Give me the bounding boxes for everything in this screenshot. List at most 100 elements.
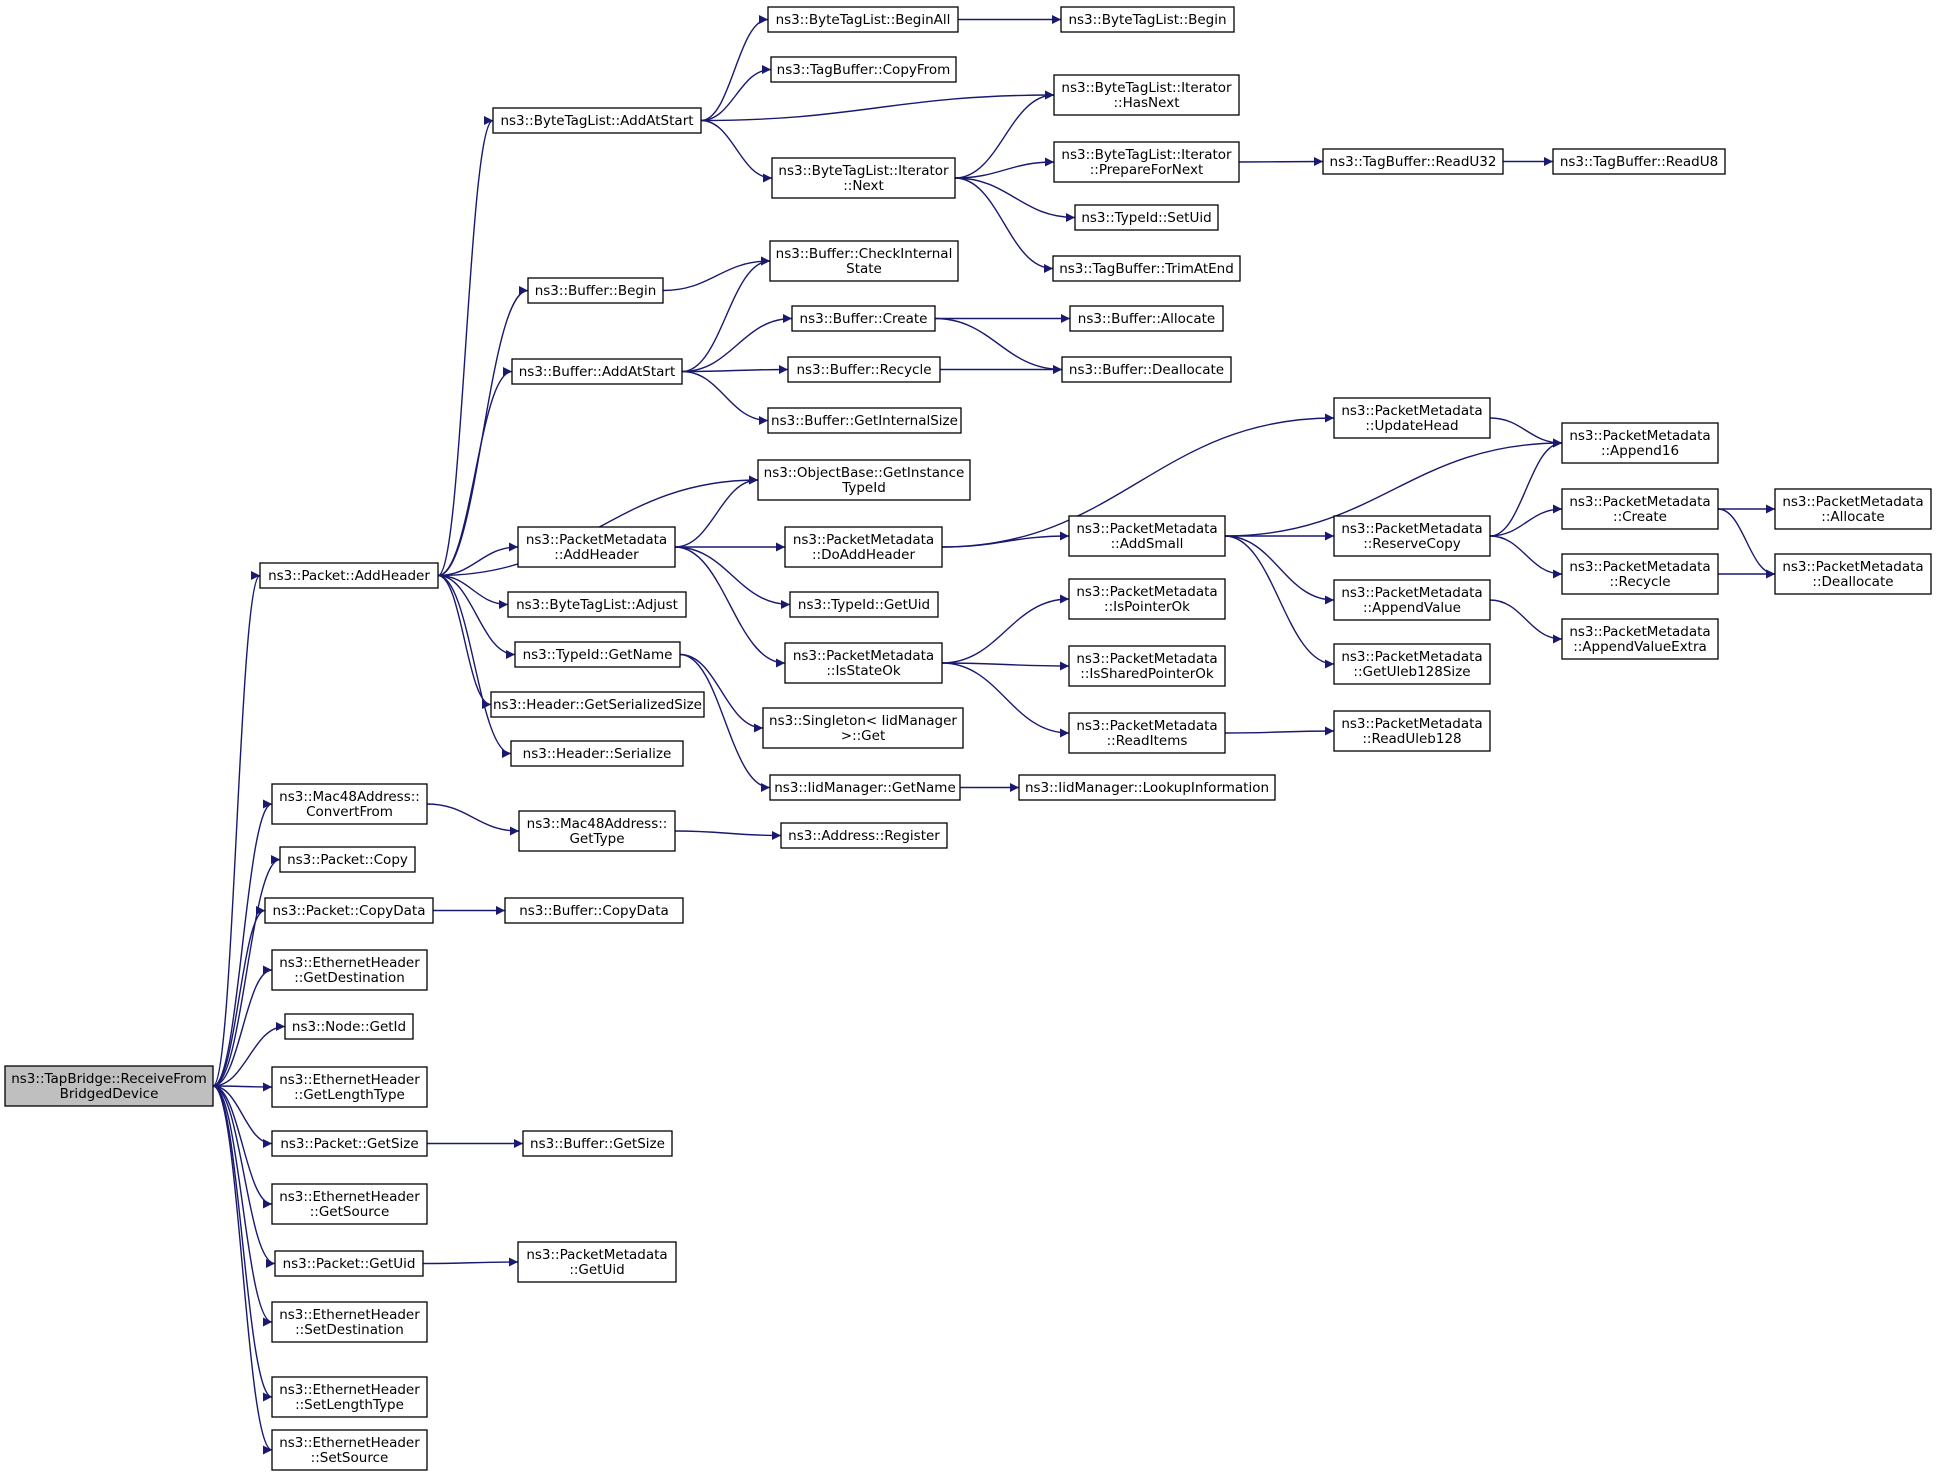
node-box[interactable] [1060, 6, 1235, 33]
node-tagbuffer-trimatend[interactable]: ns3::TagBuffer::TrimAtEnd [1052, 255, 1241, 282]
node-box[interactable] [769, 240, 959, 282]
node-pm-getuid[interactable]: ns3::PacketMetadata::GetUid [517, 1241, 677, 1283]
node-box[interactable] [490, 691, 705, 718]
node-buffer-copydata[interactable]: ns3::Buffer::CopyData [504, 897, 684, 924]
node-box[interactable] [1068, 578, 1226, 620]
node-box[interactable] [271, 783, 428, 825]
node-pm-updatehead[interactable]: ns3::PacketMetadata::UpdateHead [1333, 397, 1491, 439]
node-mac48-convertfrom[interactable]: ns3::Mac48Address::ConvertFrom [271, 783, 428, 825]
node-address-register[interactable]: ns3::Address::Register [780, 822, 948, 849]
node-box[interactable] [1333, 515, 1491, 557]
node-pm-isstateok[interactable]: ns3::PacketMetadata::IsStateOk [784, 642, 943, 684]
node-box[interactable] [264, 897, 434, 924]
node-box[interactable] [1561, 488, 1719, 530]
node-pm-doaddheader[interactable]: ns3::PacketMetadata::DoAddHeader [784, 526, 943, 568]
node-box[interactable] [1333, 710, 1491, 752]
node-btl-addatstart[interactable]: ns3::ByteTagList::AddAtStart [492, 107, 702, 134]
node-pm-readuleb128[interactable]: ns3::PacketMetadata::ReadUleb128 [1333, 710, 1491, 752]
node-tagbuffer-copyfrom[interactable]: ns3::TagBuffer::CopyFrom [770, 56, 957, 83]
node-box[interactable] [769, 774, 961, 801]
node-box[interactable] [767, 6, 959, 33]
node-buffer-allocate[interactable]: ns3::Buffer::Allocate [1069, 305, 1224, 332]
node-packet-getsize[interactable]: ns3::Packet::GetSize [271, 1130, 428, 1157]
node-box[interactable] [1074, 204, 1219, 231]
node-pm-deallocate[interactable]: ns3::PacketMetadata::Deallocate [1774, 553, 1932, 595]
node-box[interactable] [271, 949, 428, 991]
node-box[interactable] [1069, 305, 1224, 332]
node-box[interactable] [784, 642, 943, 684]
node-box[interactable] [271, 1066, 428, 1108]
node-pm-ispointerok[interactable]: ns3::PacketMetadata::IsPointerOk [1068, 578, 1226, 620]
node-box[interactable] [1774, 488, 1932, 530]
node-box[interactable] [789, 591, 939, 618]
node-pm-allocate[interactable]: ns3::PacketMetadata::Allocate [1774, 488, 1932, 530]
node-node-getid[interactable]: ns3::Node::GetId [284, 1013, 414, 1040]
node-pm-appendvalueextra[interactable]: ns3::PacketMetadata::AppendValueExtra [1561, 618, 1719, 660]
node-box[interactable] [517, 1241, 677, 1283]
node-packet-copy[interactable]: ns3::Packet::Copy [279, 846, 416, 873]
node-packet-copydata[interactable]: ns3::Packet::CopyData [264, 897, 434, 924]
node-btl-iter-prepare[interactable]: ns3::ByteTagList::Iterator::PrepareForNe… [1053, 141, 1240, 183]
node-iidmanager-getname[interactable]: ns3::IidManager::GetName [769, 774, 961, 801]
node-pm-readitems[interactable]: ns3::PacketMetadata::ReadItems [1068, 712, 1226, 754]
node-box[interactable] [274, 1250, 424, 1277]
node-tagbuffer-readu8[interactable]: ns3::TagBuffer::ReadU8 [1552, 148, 1726, 175]
node-box[interactable] [527, 277, 664, 304]
node-buffer-recycle[interactable]: ns3::Buffer::Recycle [787, 356, 941, 383]
node-pm-addheader[interactable]: ns3::PacketMetadata::AddHeader [517, 526, 676, 568]
node-mac48-gettype[interactable]: ns3::Mac48Address::GetType [518, 810, 676, 852]
node-box[interactable] [1068, 515, 1226, 557]
node-box[interactable] [271, 1183, 428, 1225]
node-eth-setdestination[interactable]: ns3::EthernetHeader::SetDestination [271, 1301, 428, 1343]
node-buffer-deallocate[interactable]: ns3::Buffer::Deallocate [1061, 356, 1232, 383]
node-eth-getlengthtype[interactable]: ns3::EthernetHeader::GetLengthType [271, 1066, 428, 1108]
node-btl-adjust[interactable]: ns3::ByteTagList::Adjust [507, 591, 687, 618]
node-btl-beginall[interactable]: ns3::ByteTagList::BeginAll [767, 6, 959, 33]
node-typeid-getuid[interactable]: ns3::TypeId::GetUid [789, 591, 939, 618]
node-buffer-getinternalsize[interactable]: ns3::Buffer::GetInternalSize [767, 407, 962, 434]
node-box[interactable] [1333, 397, 1491, 439]
node-box[interactable] [1061, 356, 1232, 383]
node-eth-getdestination[interactable]: ns3::EthernetHeader::GetDestination [271, 949, 428, 991]
node-box[interactable] [522, 1130, 673, 1157]
node-btl-iter-hasnext[interactable]: ns3::ByteTagList::Iterator::HasNext [1053, 74, 1240, 116]
node-singleton-get[interactable]: ns3::Singleton< IidManager >::Get [762, 707, 964, 749]
node-buffer-begin[interactable]: ns3::Buffer::Begin [527, 277, 664, 304]
node-box[interactable] [1068, 712, 1226, 754]
node-box[interactable] [507, 591, 687, 618]
node-box[interactable] [259, 562, 439, 589]
node-box[interactable] [1018, 774, 1276, 801]
node-box[interactable] [1068, 645, 1226, 687]
node-box[interactable] [1561, 618, 1719, 660]
node-box[interactable] [767, 407, 962, 434]
node-box[interactable] [1333, 643, 1491, 685]
node-box[interactable] [1552, 148, 1726, 175]
node-pm-appendvalue[interactable]: ns3::PacketMetadata::AppendValue [1333, 579, 1491, 621]
node-box[interactable] [271, 1130, 428, 1157]
node-box[interactable] [1053, 141, 1240, 183]
node-pm-issharedpointerok[interactable]: ns3::PacketMetadata::IsSharedPointerOk [1068, 645, 1226, 687]
node-box[interactable] [780, 822, 948, 849]
node-tagbuffer-readu32[interactable]: ns3::TagBuffer::ReadU32 [1322, 148, 1504, 175]
node-pm-addsmall[interactable]: ns3::PacketMetadata::AddSmall [1068, 515, 1226, 557]
node-box[interactable] [1561, 553, 1719, 595]
node-box[interactable] [1561, 422, 1719, 464]
node-box[interactable] [787, 356, 941, 383]
node-eth-setlengthtype[interactable]: ns3::EthernetHeader::SetLengthType [271, 1376, 428, 1418]
node-box[interactable] [284, 1013, 414, 1040]
node-box[interactable] [517, 526, 676, 568]
node-iidmanager-lookupinformation[interactable]: ns3::IidManager::LookupInformation [1018, 774, 1276, 801]
node-pm-reservecopy[interactable]: ns3::PacketMetadata::ReserveCopy [1333, 515, 1491, 557]
node-box[interactable] [771, 157, 956, 199]
node-box[interactable] [762, 707, 964, 749]
node-box[interactable] [1322, 148, 1504, 175]
node-box[interactable] [1053, 74, 1240, 116]
node-btl-begin[interactable]: ns3::ByteTagList::Begin [1060, 6, 1235, 33]
node-box[interactable] [271, 1429, 428, 1471]
node-btl-iter-next[interactable]: ns3::ByteTagList::Iterator::Next [771, 157, 956, 199]
node-typeid-getname[interactable]: ns3::TypeId::GetName [514, 641, 681, 668]
node-eth-setsource[interactable]: ns3::EthernetHeader::SetSource [271, 1429, 428, 1471]
